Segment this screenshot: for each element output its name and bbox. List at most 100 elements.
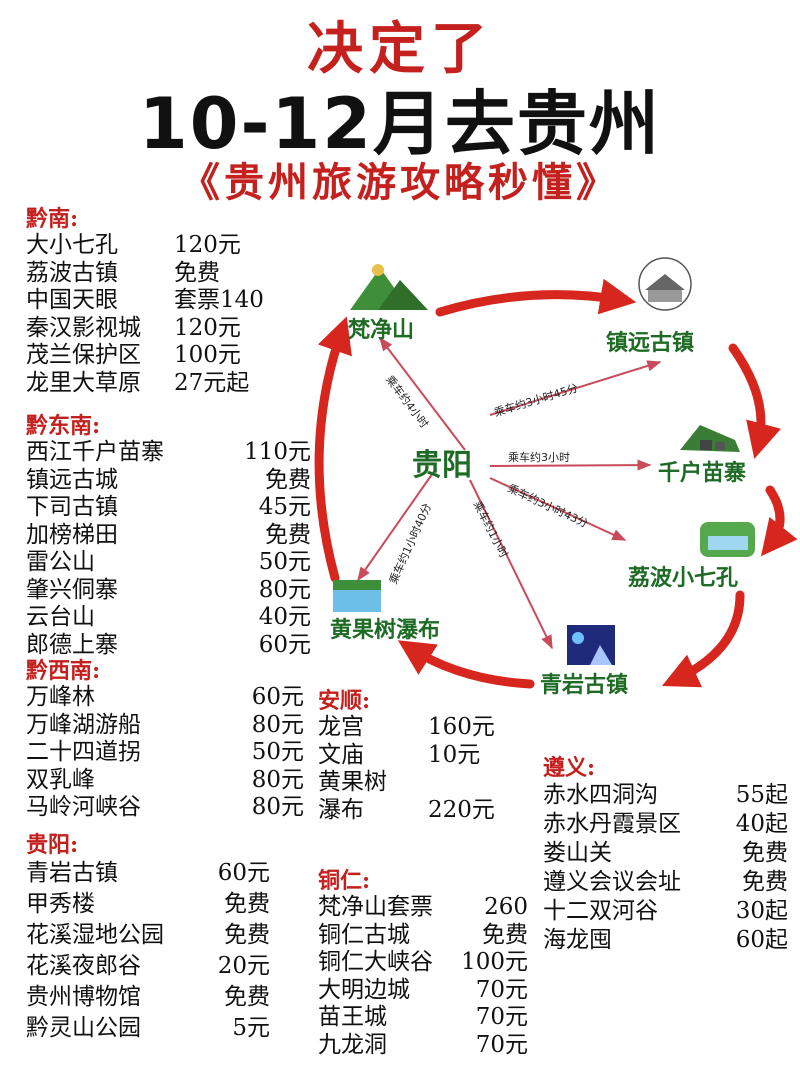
- item-name: 郎德上寨: [26, 631, 118, 658]
- item-price: 免费: [265, 466, 311, 493]
- section-title: 铜仁:: [318, 868, 371, 894]
- item-name: 贵州博物馆: [26, 984, 141, 1010]
- item-price: 160元: [428, 714, 495, 740]
- item-name: 秦汉影视城: [26, 314, 141, 341]
- item-price: 20元: [217, 953, 270, 979]
- item-name: 西江千户苗寨: [26, 439, 164, 465]
- section-title: 安顺:: [318, 688, 371, 714]
- list-item: 铜仁古城免费: [318, 922, 528, 950]
- headline-subtitle: 《贵州旅游攻略秒懂》: [180, 159, 620, 206]
- item-name: 梵净山套票: [318, 894, 433, 920]
- item-name: 铜仁大峡谷: [318, 949, 433, 975]
- route-label-qianhu: 乘车约3小时: [508, 451, 570, 464]
- item-name: 中国天眼: [26, 287, 118, 313]
- spoke-libo: [489, 477, 627, 541]
- item-name: 文庙: [318, 741, 364, 768]
- loop-arrow-huangguoshu-fanjing: [314, 316, 352, 583]
- list-item: 大小七孔 120元: [26, 232, 264, 260]
- item-name: 瀑布: [318, 796, 364, 823]
- item-price: 40元: [258, 604, 311, 630]
- list-item: 加榜梯田免费: [26, 522, 311, 550]
- list-item: 甲秀楼 免费: [26, 889, 270, 920]
- item-name: 赤水四洞沟: [543, 782, 658, 808]
- item-name: 海龙囤: [543, 927, 612, 953]
- loop-arrow-zhenyuan-qianhu: [728, 343, 781, 459]
- item-name: 苗王城: [318, 1004, 387, 1030]
- item-price: 110元: [244, 439, 311, 465]
- list-item: 花溪湿地公园 免费: [26, 920, 270, 951]
- loop-arrow-libo-qingyan: [661, 590, 745, 688]
- item-price: 40起: [735, 811, 788, 837]
- item-name: 龙里大草原: [26, 369, 141, 396]
- item-name: 荔波古镇: [26, 259, 118, 286]
- city-label-huangguoshu: 黄果树瀑布: [330, 617, 441, 643]
- list-item: 镇远古城 免费: [26, 467, 311, 495]
- section-title: 黔西南:: [26, 658, 101, 684]
- item-price: 免费: [224, 984, 270, 1010]
- section-title: 贵阳:: [26, 832, 79, 858]
- item-price: 60起: [735, 927, 788, 953]
- item-price: 5元: [232, 1015, 270, 1041]
- waterfall-icon: [333, 580, 381, 612]
- list-item: 郎德上寨 60元: [26, 632, 311, 660]
- village-icon: [680, 425, 740, 452]
- spoke-qingyan: [469, 479, 553, 650]
- item-name: 青岩古镇: [26, 860, 118, 886]
- item-price: 免费: [224, 922, 270, 948]
- item-name: 大小七孔: [26, 232, 118, 258]
- list-item: 娄山关免费: [543, 839, 788, 868]
- loop-arrow-qingyan-huangguoshu: [397, 640, 535, 689]
- item-name: 娄山关: [543, 840, 612, 866]
- item-price: 260: [484, 894, 528, 920]
- list-item: 龙里大草原 27元起: [26, 370, 264, 398]
- item-name: 双乳峰: [26, 766, 95, 793]
- item-price: 120元: [174, 232, 241, 258]
- mountain-icon: [350, 264, 428, 310]
- section-title: 黔南:: [26, 206, 79, 232]
- item-name: 镇远古城: [26, 466, 118, 493]
- item-name: 雷公山: [26, 549, 95, 575]
- item-price: 免费: [482, 921, 528, 948]
- item-price: 70元: [475, 1004, 528, 1030]
- item-price: 免费: [224, 891, 270, 917]
- item-price: 80元: [251, 794, 304, 820]
- item-price: 60元: [258, 631, 311, 658]
- item-name: 甲秀楼: [26, 891, 95, 917]
- item-price: 70元: [475, 1031, 528, 1058]
- item-name: 龙宫: [318, 714, 364, 740]
- item-name: 二十四道拐: [26, 739, 141, 765]
- night-town-icon: [567, 625, 615, 665]
- spoke-zhenyuan: [489, 360, 662, 416]
- list-item: 龙宫 160元: [318, 714, 518, 742]
- item-price: 70元: [475, 976, 528, 1003]
- headline-main: 10-12月去贵州: [139, 83, 661, 165]
- city-label-qianhu: 千户苗寨: [658, 460, 747, 486]
- item-name: 遵义会议会址: [543, 869, 681, 895]
- item-name: 万峰林: [26, 684, 95, 710]
- city-label-guiyang: 贵阳: [412, 448, 472, 483]
- item-name: 花溪湿地公园: [26, 922, 164, 948]
- headline-top: 决定了: [307, 16, 493, 82]
- item-price: 27元起: [174, 369, 250, 396]
- route-spokes: [357, 336, 662, 650]
- item-name: 九龙洞: [318, 1031, 387, 1058]
- list-item: 荔波古镇免费: [26, 260, 264, 288]
- item-price: 免费: [742, 869, 788, 895]
- item-name: 茂兰保护区: [26, 342, 141, 368]
- loop-arrow-qianhu-libo: [761, 485, 798, 557]
